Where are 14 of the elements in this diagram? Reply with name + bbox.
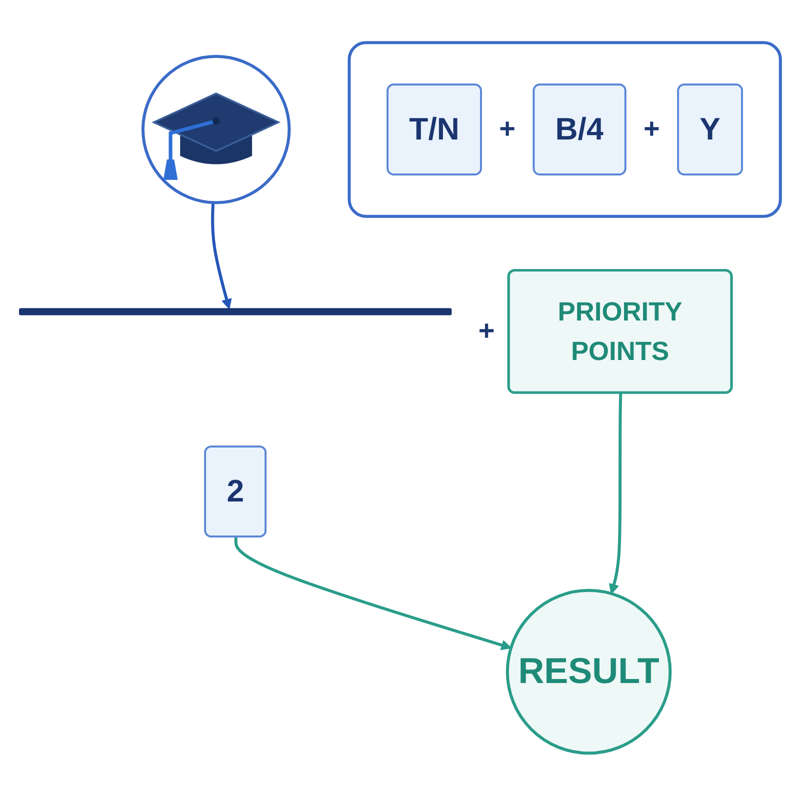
term-box: T/N [386, 83, 482, 175]
arrow [608, 392, 622, 594]
operator-sign: + [499, 115, 516, 144]
result-circle: RESULT [506, 588, 672, 754]
denominator-box: 2 [204, 445, 266, 537]
cap-circle [141, 54, 291, 204]
fraction-bar [19, 308, 452, 315]
operator-sign: + [478, 317, 495, 346]
term-box: Y [677, 83, 743, 175]
operator-sign: + [644, 115, 660, 144]
bonus-box: PRIORITY POINTS [507, 268, 733, 394]
arrow [234, 536, 512, 650]
term-box: B/4 [532, 83, 626, 175]
arrow [211, 202, 232, 309]
